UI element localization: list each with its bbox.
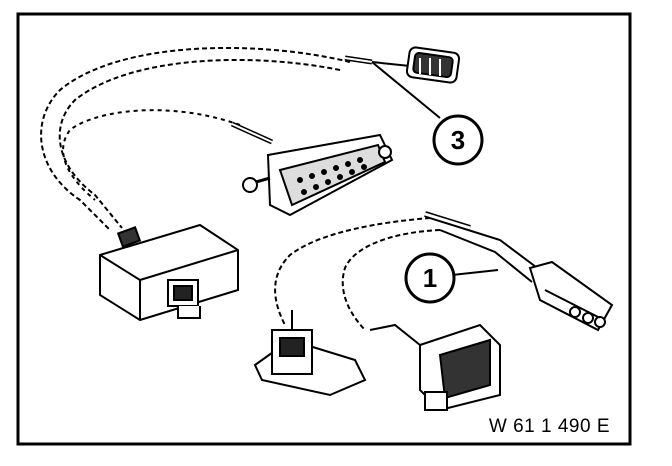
callout-3: 3 — [371, 61, 484, 166]
round-plug-icon — [405, 46, 461, 84]
adapter-cable-connectors — [274, 211, 541, 331]
flat-connector-icon — [253, 310, 367, 397]
multi-pin-connector-icon — [369, 323, 501, 412]
callout-1: 1 — [404, 252, 499, 304]
adapter-box-icon — [99, 223, 239, 322]
sub-d-connector-icon — [242, 133, 394, 217]
diagnostic-plug-cable — [40, 46, 411, 231]
pin-connector-icon — [528, 260, 614, 332]
figure-reference-code: W 61 1 490 E — [489, 416, 610, 437]
callout-1-label: 1 — [423, 263, 437, 293]
callout-3-label: 3 — [451, 125, 465, 155]
